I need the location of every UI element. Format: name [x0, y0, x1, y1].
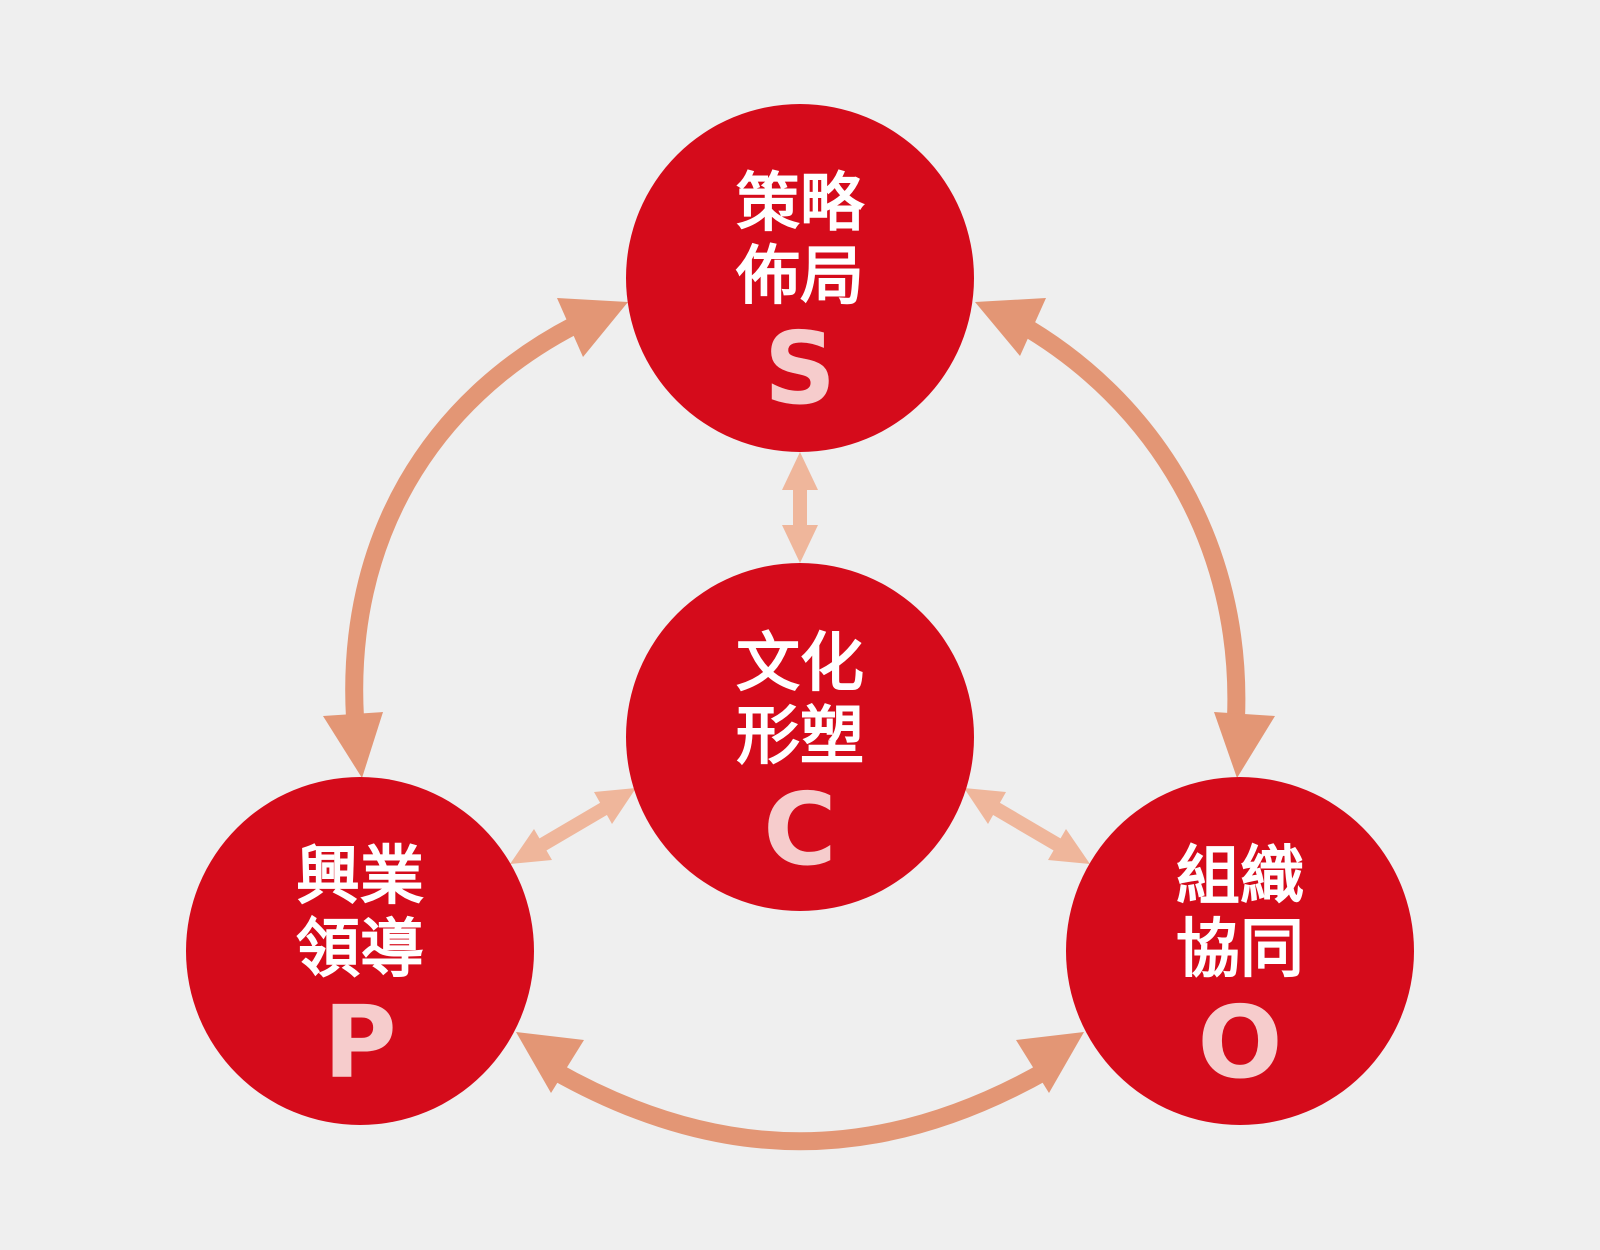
arrowhead-inner-culture-top: [782, 525, 818, 563]
leadership-letter: P: [323, 984, 396, 1101]
arrow-arc-leadership-organization: [548, 1062, 1052, 1151]
leadership-circle: [186, 777, 534, 1125]
node-strategy: 策略 佈局 S: [626, 104, 974, 452]
strategy-circle: [626, 104, 974, 452]
arrow-line-culture-organization: [991, 801, 1062, 852]
node-leadership: 興業 領導 P: [186, 777, 534, 1125]
arrowhead-strategy-right-end: [975, 298, 1046, 356]
strategy-letter: S: [764, 310, 836, 427]
arrowhead-strategy-end: [557, 298, 628, 357]
leadership-label-line2: 領導: [296, 913, 424, 987]
culture-label-line2: 形塑: [736, 700, 864, 774]
arrowhead-inner-organization: [1048, 829, 1090, 864]
organization-letter: O: [1197, 984, 1282, 1101]
strategy-label-line2: 佈局: [735, 240, 864, 314]
arrowhead-leadership-bottom-end: [516, 1032, 584, 1093]
arrowhead-inner-leadership: [510, 829, 552, 864]
arrow-arc-strategy-organization: [1012, 314, 1246, 719]
organization-label-line1: 組織: [1176, 840, 1304, 914]
arrow-arc-strategy-leadership: [345, 317, 580, 719]
leadership-label-line1: 興業: [296, 840, 424, 914]
arrow-line-culture-leadership: [538, 801, 609, 852]
arrowhead-organization-end: [1214, 712, 1275, 778]
node-culture: 文化 形塑 C: [626, 563, 974, 911]
inner-arrows: [510, 452, 1090, 864]
arrowhead-inner-culture-left: [594, 788, 636, 824]
arrowhead-organization-bottom-end: [1016, 1032, 1084, 1093]
culture-label-line1: 文化: [736, 627, 864, 701]
culture-letter: C: [763, 771, 836, 888]
arrowhead-leadership-end: [323, 712, 383, 778]
organization-circle: [1066, 777, 1414, 1125]
culture-circle: [626, 563, 974, 911]
node-organization: 組織 協同 O: [1066, 777, 1414, 1125]
arrowhead-inner-culture-right: [964, 788, 1006, 824]
strategy-label-line1: 策略: [736, 167, 865, 241]
arrowhead-inner-strategy: [782, 452, 818, 490]
outer-arrows: [323, 298, 1275, 1151]
organization-label-line2: 協同: [1176, 913, 1304, 987]
